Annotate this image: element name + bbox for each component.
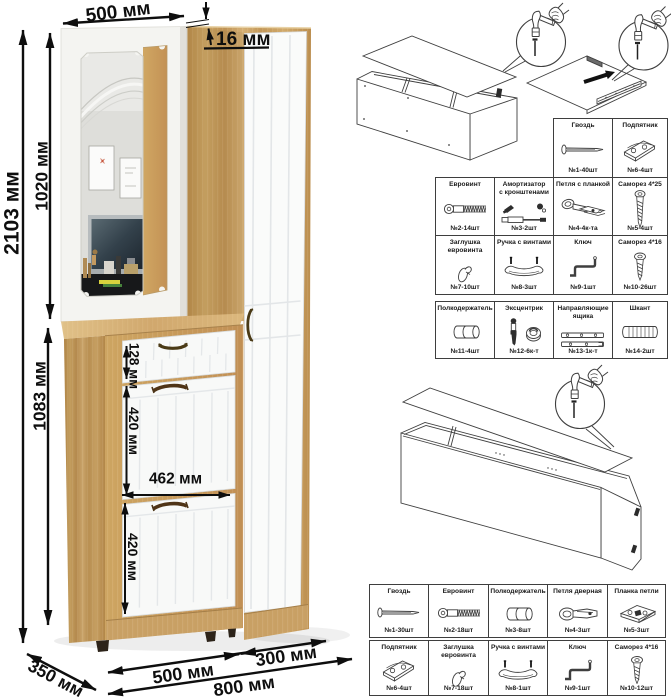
svg-text:500 мм: 500 мм xyxy=(85,0,152,27)
svg-text:800 мм: 800 мм xyxy=(212,672,276,700)
svg-text:420 мм: 420 мм xyxy=(126,407,142,455)
svg-text:1020 мм: 1020 мм xyxy=(31,141,51,211)
svg-text:2103 мм: 2103 мм xyxy=(1,171,24,255)
svg-text:350 мм: 350 мм xyxy=(25,655,87,700)
svg-text:1083 мм: 1083 мм xyxy=(29,361,49,431)
svg-text:16 мм: 16 мм xyxy=(216,29,271,50)
svg-text:500 мм: 500 мм xyxy=(151,659,215,687)
svg-text:420 мм: 420 мм xyxy=(125,533,141,581)
svg-text:128 мм: 128 мм xyxy=(127,343,142,389)
svg-text:462 мм: 462 мм xyxy=(149,471,202,488)
